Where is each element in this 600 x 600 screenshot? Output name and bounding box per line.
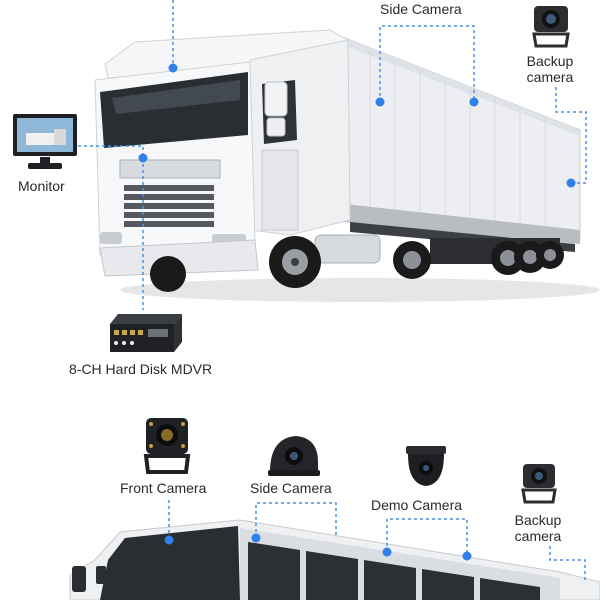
- truck-backup-camera-label-line2: camera: [526, 69, 574, 85]
- bus-side-camera-label: Side Camera: [250, 480, 332, 496]
- bus-callout-dots: [164, 533, 472, 561]
- bus-backup-camera-label: Backup camera: [505, 512, 571, 544]
- trailer-wheels: [393, 238, 564, 279]
- cab-wheels: [150, 236, 321, 292]
- monitor-icon: [13, 114, 77, 169]
- truck-backup-camera-label: Backup camera: [517, 53, 583, 85]
- side-camera-icon: [268, 436, 320, 476]
- bus-backup-camera-label-line2: camera: [514, 528, 562, 544]
- front-camera-icon: [143, 418, 191, 474]
- bus-callouts: [168, 500, 586, 580]
- bus-front-camera-label: Front Camera: [120, 480, 207, 496]
- bus-backup-camera-icon: [521, 464, 557, 504]
- backup-camera-icon: [532, 6, 570, 48]
- mdvr-icon: [110, 314, 182, 352]
- mdvr-label: 8-CH Hard Disk MDVR: [69, 361, 213, 377]
- truck-cab: [94, 29, 381, 277]
- bus-backup-camera-label-line1: Backup: [514, 512, 562, 528]
- truck-callout-dots: [138, 63, 576, 188]
- demo-camera-icon: [406, 446, 446, 486]
- monitor-label: Monitor: [18, 178, 65, 194]
- bus-demo-camera-label: Demo Camera: [371, 497, 463, 513]
- truck-backup-camera-label-line1: Backup: [526, 53, 574, 69]
- bus-illustration: [69, 519, 600, 600]
- truck-side-camera-label: Side Camera: [380, 1, 462, 17]
